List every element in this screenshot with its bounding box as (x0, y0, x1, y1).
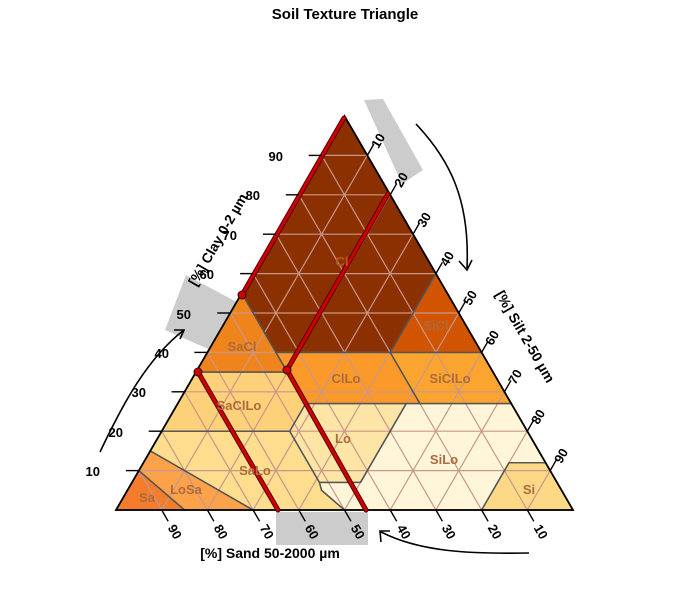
silt-tick (458, 301, 466, 314)
clay-tick-label: 70 (223, 228, 237, 243)
sand-grid-line (229, 312, 346, 511)
sand-tick-label: 20 (485, 522, 505, 542)
silt-grid-line (389, 352, 483, 511)
sand-tick (526, 509, 535, 522)
sand-tick (206, 509, 215, 522)
silt-tick-label: 50 (460, 288, 480, 308)
highlight-point (193, 367, 203, 377)
highlight-point (237, 290, 247, 300)
sand-tick-label: 30 (439, 522, 459, 542)
clay-direction-arrow (99, 329, 185, 453)
class-label-sacllo: SaClLo (217, 398, 262, 413)
sand-tick (389, 509, 398, 522)
class-label-sicl: SiCl (423, 318, 448, 333)
sand-tick (435, 509, 444, 522)
class-area-sacllo (161, 372, 306, 432)
silt-tick-label: 90 (551, 446, 571, 466)
sand-tick (480, 509, 489, 522)
class-areas (116, 116, 573, 510)
sand-tick-label: 40 (394, 522, 414, 542)
silt-tick (366, 143, 375, 156)
sand-direction-arrow (380, 531, 530, 554)
class-area-silo (319, 403, 546, 510)
silt-tick-label: 80 (528, 407, 548, 427)
class-label-lo: Lo (335, 431, 351, 446)
silt-tick (526, 419, 535, 432)
sand-tick-label: 90 (165, 522, 185, 542)
class-area-cllo (275, 352, 420, 404)
class-area-si (481, 462, 573, 510)
axis-ticks (125, 143, 558, 522)
silt-tick (412, 222, 421, 235)
silt-tick-label: 60 (482, 328, 502, 348)
clay-tick-label: 90 (269, 149, 283, 164)
sand-tick-label: 80 (211, 522, 231, 542)
silt-tick-label: 30 (414, 210, 434, 230)
highlight-line (285, 368, 368, 512)
silt-tick (549, 458, 558, 471)
silt-grid-line (526, 470, 551, 511)
sand-tick (161, 509, 169, 522)
silt-grid-line (435, 391, 505, 511)
silt-tick (503, 380, 512, 393)
sand-grid-line (275, 233, 437, 511)
class-label-sacl: SaCl (228, 339, 257, 354)
highlight-lines (193, 115, 391, 513)
highlight-line (285, 192, 390, 372)
silt-axis-title: [%] Silt 2-50 µm (492, 288, 558, 386)
sand-grid-line (321, 155, 528, 511)
clay-arrow-head (174, 329, 186, 340)
sand-tick-label: 70 (257, 522, 277, 542)
silt-tick (480, 340, 489, 353)
clay-tick-label: 30 (132, 385, 146, 400)
highlight-line (196, 370, 280, 512)
class-label-cllo: ClLo (332, 371, 361, 386)
clay-tick-label: 60 (200, 267, 214, 282)
silt-tick (435, 261, 444, 274)
silt-direction-arrow (415, 123, 469, 269)
silt-arrow-head (458, 259, 473, 272)
clay-tick-label: 10 (86, 464, 100, 479)
sand-tick (252, 509, 261, 522)
highlight-point (282, 365, 292, 375)
silt-tick-label: 10 (368, 131, 388, 151)
page-title: Soil Texture Triangle (271, 6, 419, 23)
highlight-line (240, 116, 346, 297)
sand-tick-label: 10 (531, 522, 551, 542)
class-label-losa: LoSa (170, 482, 203, 497)
sand-axis-title: [%] Sand 50-2000 µm (200, 545, 340, 561)
sand-band (276, 512, 368, 545)
silt-tick-label: 40 (437, 249, 457, 269)
clay-tick-label: 50 (177, 307, 191, 322)
silt-band (364, 99, 423, 184)
class-area-losa (138, 450, 254, 510)
class-label-salo: SaLo (239, 463, 271, 478)
sand-grid-line (184, 391, 254, 511)
clay-tick-label: 80 (246, 188, 260, 203)
silt-tick (389, 183, 398, 196)
clay-tick-label: 20 (109, 425, 123, 440)
silt-tick-label: 20 (391, 170, 411, 190)
sand-tick-label: 50 (348, 522, 368, 542)
sand-grid-line (138, 470, 163, 511)
class-label-silo: SiLo (430, 452, 458, 467)
sand-tick (343, 509, 352, 522)
sand-arrow-head (379, 530, 390, 543)
class-label-si: Si (523, 482, 535, 497)
class-label-cl: Cl (336, 254, 349, 269)
clay-tick-label: 40 (155, 346, 169, 361)
sand-tick (298, 509, 306, 522)
silt-grid-line (252, 233, 414, 511)
silt-tick-label: 70 (505, 367, 525, 387)
sand-tick-label: 60 (302, 522, 322, 542)
class-label-sa: Sa (139, 490, 156, 505)
class-label-sicllo: SiClLo (429, 371, 470, 386)
